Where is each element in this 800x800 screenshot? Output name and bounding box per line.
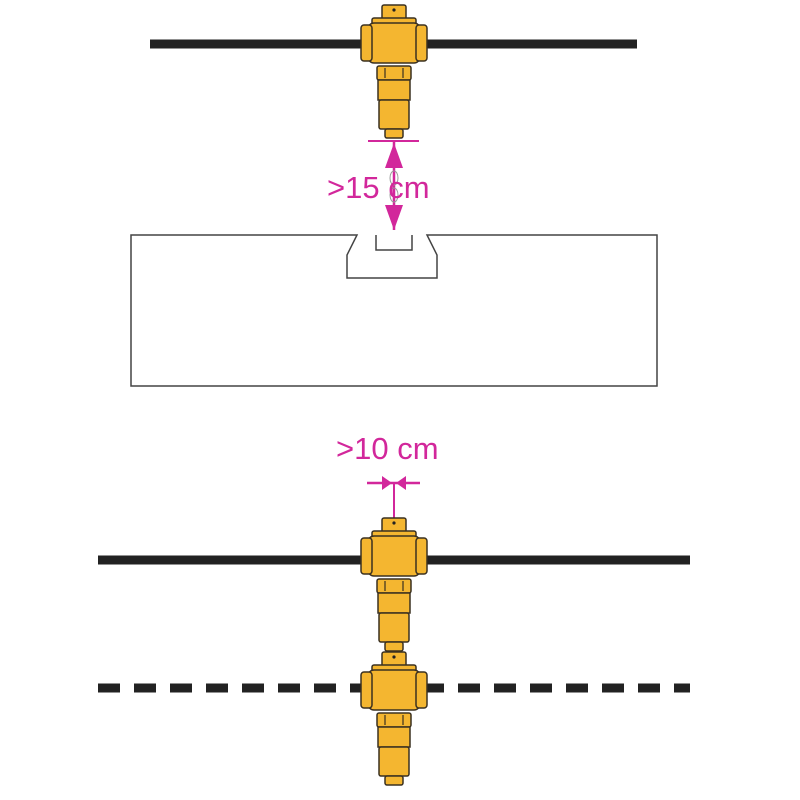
valve-bottom-upper	[360, 517, 428, 652]
appliance-outline	[130, 234, 658, 387]
valve-top	[360, 4, 428, 139]
appliance-notch	[375, 235, 413, 251]
vertical-clearance-dimension	[368, 140, 419, 230]
horizontal-clearance-dimension	[367, 476, 420, 520]
top-clearance-label: >15 cm	[327, 170, 430, 205]
side-clearance-label: >10 cm	[336, 431, 439, 466]
valve-bottom-lower	[360, 651, 428, 786]
